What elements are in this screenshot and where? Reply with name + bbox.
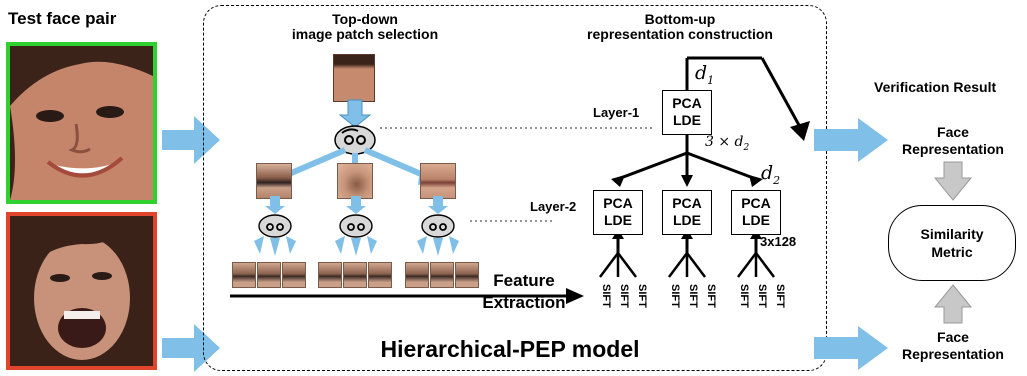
patch-nose	[337, 163, 373, 199]
arrow-to-face-representation-top-icon	[814, 118, 888, 162]
mini-patch	[455, 262, 479, 288]
test-face-top	[6, 42, 157, 204]
mini-patch	[257, 262, 281, 288]
model-title: Hierarchical-PEP model	[380, 336, 640, 362]
sift-leaf: SIFT	[687, 284, 699, 308]
mini-patch	[430, 262, 454, 288]
sift-leaf: SIFT	[774, 284, 786, 308]
mini-patch	[318, 262, 342, 288]
face-representation-top: Face Representation	[902, 124, 1004, 157]
mini-patch	[368, 262, 392, 288]
face-representation-bottom: Face Representation	[902, 329, 1004, 362]
patch-eye	[256, 163, 292, 199]
arrow-to-face-representation-bottom-icon	[814, 326, 888, 370]
test-face-bottom	[6, 212, 157, 370]
arrow-face-top-to-model-icon	[162, 116, 220, 164]
layer-1-label: Layer-1	[593, 105, 640, 120]
arrow-up-to-similarity-icon	[933, 284, 973, 324]
mini-patch	[343, 262, 367, 288]
three-times-d2-label: 3 × d2	[705, 134, 750, 153]
d2-label: d2	[761, 162, 781, 187]
mini-patch	[282, 262, 306, 288]
sift-leaf: SIFT	[600, 284, 612, 308]
dimension-label: 3x128	[760, 234, 797, 249]
bottomup-tree	[599, 56, 810, 278]
sift-leaf: SIFT	[705, 284, 717, 308]
similarity-metric: Similarity Metric	[888, 205, 1016, 281]
patch-selection-level-2	[254, 196, 459, 256]
layer-2-label: Layer-2	[530, 199, 577, 214]
sift-leaf: SIFT	[756, 284, 768, 308]
bottomup-title: Bottom-up representation construction	[587, 11, 773, 42]
sift-leaf: SIFT	[618, 284, 630, 308]
mini-patch	[405, 262, 429, 288]
mini-patch	[232, 262, 256, 288]
sift-leaf: SIFT	[669, 284, 681, 308]
feature-extraction-label: Feature Extraction	[482, 271, 566, 312]
feature-extraction-arrow-icon	[230, 288, 584, 304]
patch-mouth	[420, 163, 456, 199]
d1-label: d1	[695, 62, 715, 87]
model-box	[203, 5, 827, 371]
dotted-guides	[380, 127, 655, 222]
sift-leaf: SIFT	[636, 284, 648, 308]
test-face-pair-title: Test face pair	[8, 9, 117, 28]
verification-result-title: Verification Result	[874, 79, 997, 95]
sift-leaf: SIFT	[738, 284, 750, 308]
arrow-down-to-similarity-icon	[933, 161, 973, 201]
topdown-title: Top-down image patch selection	[291, 11, 439, 42]
